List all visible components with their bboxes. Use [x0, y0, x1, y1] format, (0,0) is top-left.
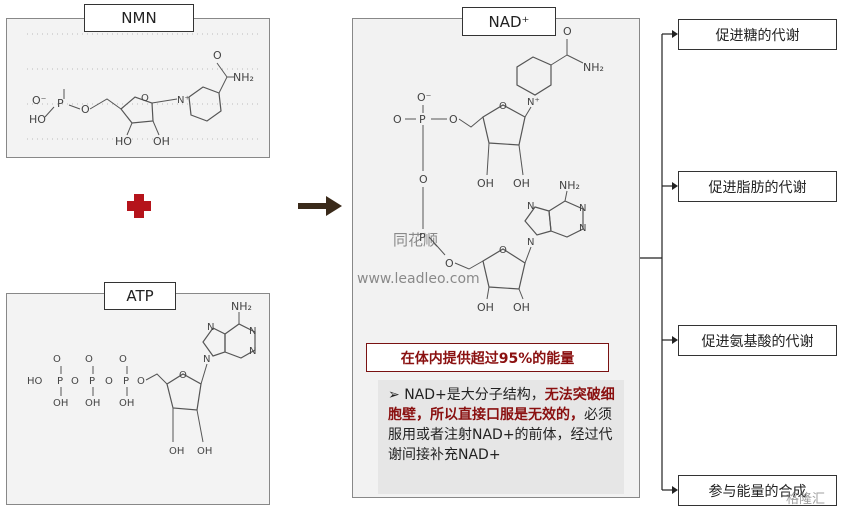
svg-text:O: O	[141, 93, 149, 104]
atp-structure: HO P P P O O O OH OH OH O O O O OH	[27, 300, 256, 457]
svg-text:O: O	[445, 257, 454, 270]
nmn-label: NMN	[84, 4, 194, 32]
svg-text:O⁻: O⁻	[417, 91, 432, 104]
watermark-tonghuashun: 同花顺	[393, 231, 438, 249]
svg-text:NH₂: NH₂	[233, 71, 254, 84]
svg-text:N⁺: N⁺	[177, 95, 190, 106]
svg-text:O: O	[449, 113, 458, 126]
svg-text:N: N	[579, 223, 586, 234]
svg-text:NH₂: NH₂	[559, 179, 580, 192]
nad-label: NAD⁺	[462, 7, 556, 36]
svg-text:O: O	[105, 376, 113, 387]
svg-text:OH: OH	[513, 301, 530, 314]
watermark-gelonghui: 格隆汇	[786, 492, 826, 507]
svg-text:O: O	[563, 25, 572, 38]
watermark-leadleo: www.leadleo.com	[357, 271, 480, 287]
atp-panel: HO P P P O O O OH OH OH O O O O OH	[6, 293, 270, 505]
svg-text:P: P	[57, 97, 64, 110]
svg-text:O: O	[393, 113, 402, 126]
svg-text:P: P	[419, 113, 426, 126]
svg-text:O: O	[137, 376, 145, 387]
nad-structure: O⁻ O P O O P O O OH OH N⁺ O NH₂ O	[357, 25, 604, 314]
output-amino-acid-metabolism: 促进氨基酸的代谢	[678, 325, 837, 356]
svg-text:O: O	[213, 49, 222, 62]
plus-icon	[127, 194, 151, 218]
output-sugar-metabolism: 促进糖的代谢	[678, 19, 837, 50]
svg-text:OH: OH	[169, 446, 184, 457]
svg-text:O: O	[499, 101, 507, 112]
svg-text:P: P	[123, 376, 129, 387]
svg-text:O: O	[119, 354, 127, 365]
svg-text:OH: OH	[197, 446, 212, 457]
svg-text:OH: OH	[119, 398, 134, 409]
svg-text:OH: OH	[477, 301, 494, 314]
nmn-structure: O⁻ P HO O O HO OH N⁺ O NH₂	[27, 33, 262, 148]
svg-text:O: O	[499, 245, 507, 256]
svg-text:OH: OH	[85, 398, 100, 409]
svg-text:OH: OH	[153, 135, 170, 148]
energy-highlight: 在体内提供超过95%的能量	[366, 343, 609, 372]
svg-text:HO: HO	[27, 376, 43, 387]
svg-text:N: N	[207, 322, 214, 333]
svg-text:N: N	[527, 201, 534, 212]
nad-note: ➢ NAD+是大分子结构，无法突破细胞壁，所以直接口服是无效的，必须服用或者注射…	[378, 380, 624, 494]
svg-text:N: N	[249, 346, 256, 357]
svg-text:HO: HO	[29, 113, 46, 126]
svg-text:OH: OH	[513, 177, 530, 190]
svg-text:N: N	[579, 203, 586, 214]
svg-text:OH: OH	[53, 398, 68, 409]
svg-text:O: O	[71, 376, 79, 387]
svg-text:NH₂: NH₂	[231, 300, 252, 313]
svg-text:O: O	[81, 103, 90, 116]
svg-text:O: O	[179, 370, 187, 381]
svg-text:OH: OH	[477, 177, 494, 190]
svg-text:P: P	[89, 376, 95, 387]
svg-text:O⁻: O⁻	[32, 94, 47, 107]
note-part3: 必须服用或者注射NAD+的前体，经过代谢间接补充NAD+	[388, 407, 613, 463]
svg-text:O: O	[53, 354, 61, 365]
svg-text:P: P	[419, 231, 426, 244]
bullet-icon: ➢	[388, 387, 400, 403]
svg-text:N: N	[203, 354, 210, 365]
note-part1: NAD+是大分子结构，	[404, 387, 545, 403]
svg-text:N⁺: N⁺	[527, 97, 540, 108]
nmn-panel: O⁻ P HO O O HO OH N⁺ O NH₂	[6, 18, 270, 158]
atp-label: ATP	[104, 282, 176, 310]
svg-text:P: P	[57, 376, 63, 387]
svg-text:N: N	[249, 326, 256, 337]
arrow-right-icon	[298, 196, 342, 216]
svg-text:HO: HO	[115, 135, 132, 148]
output-energy-synthesis: 参与能量的合成	[678, 475, 837, 506]
output-fat-metabolism: 促进脂肪的代谢	[678, 171, 837, 202]
svg-text:NH₂: NH₂	[583, 61, 604, 74]
connector-lines	[640, 30, 678, 494]
svg-text:O: O	[85, 354, 93, 365]
note-emphasis: 无法突破细胞壁，所以直接口服是无效的，	[388, 387, 615, 423]
svg-text:N: N	[527, 237, 534, 248]
svg-text:O: O	[419, 173, 428, 186]
